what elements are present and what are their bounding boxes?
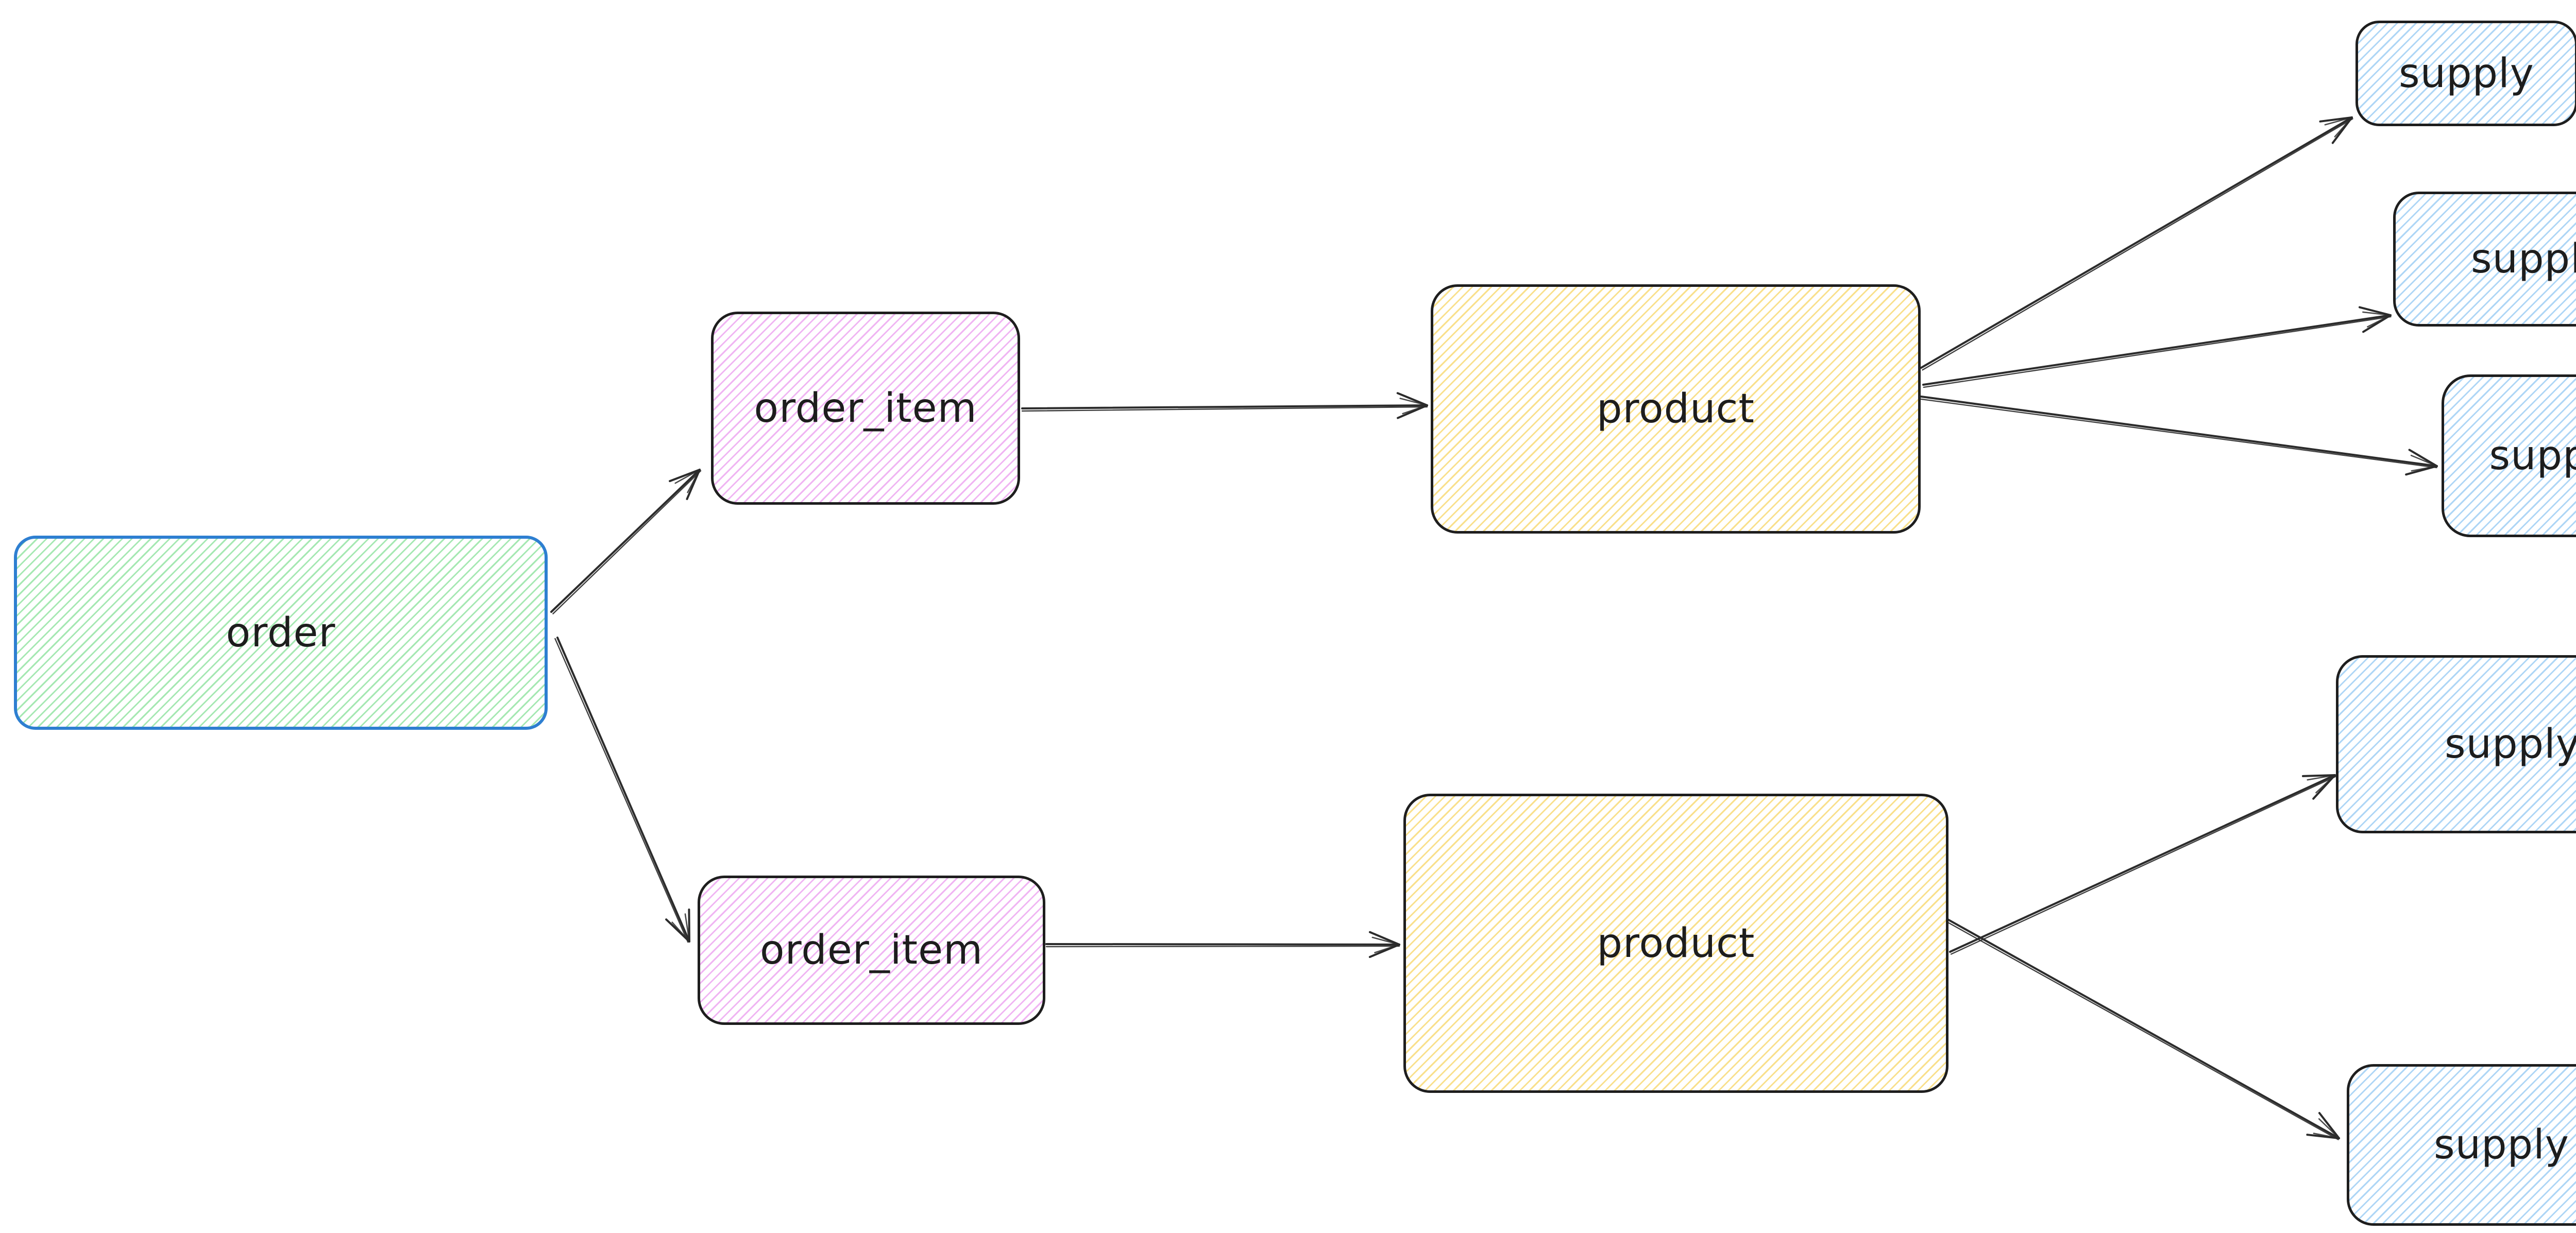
- node-supply-3[interactable]: supply: [2442, 374, 2576, 537]
- order-item-2-label: order_item: [759, 927, 984, 973]
- arrow-product-1-to-supply-1[interactable]: [1920, 116, 2353, 371]
- node-order-item-2[interactable]: order_item: [698, 876, 1045, 1025]
- arrow-head: [2358, 306, 2392, 316]
- arrow-product-2-to-supply-5[interactable]: [1943, 917, 2340, 1140]
- arrow-order-to-order-item-1[interactable]: [550, 469, 702, 614]
- arrow-head: [1396, 392, 1428, 406]
- arrow-head: [2318, 1118, 2340, 1139]
- arrow-line: [556, 637, 690, 943]
- supply-1-label: supply: [2399, 50, 2534, 97]
- supply-3-label: supply: [2489, 433, 2576, 479]
- arrow-head: [684, 913, 690, 943]
- arrow-head: [2324, 116, 2353, 126]
- supply-4-label: supply: [2445, 721, 2576, 767]
- arrow-head: [669, 469, 701, 483]
- arrow-head: [671, 921, 690, 943]
- arrow-product-1-to-supply-2[interactable]: [1922, 306, 2392, 388]
- order-item-1-label: order_item: [754, 385, 977, 432]
- arrow-head: [2315, 774, 2336, 794]
- arrow-line: [1922, 314, 2392, 386]
- arrow-product-1-to-supply-3[interactable]: [1920, 396, 2438, 476]
- arrow-head: [1402, 404, 1428, 415]
- arrow-line: [1944, 917, 2340, 1139]
- arrow-head: [2410, 454, 2438, 467]
- arrow-line: [1045, 943, 1400, 946]
- arrow-head: [2312, 774, 2336, 800]
- product-2-label: product: [1597, 920, 1755, 967]
- arrow-head: [2313, 1133, 2340, 1139]
- arrow-head: [687, 469, 701, 493]
- node-order-item-1[interactable]: order_item: [711, 312, 1020, 505]
- node-product-1[interactable]: product: [1431, 284, 1921, 534]
- arrow-line: [1920, 116, 2353, 369]
- node-supply-2[interactable]: supply: [2393, 192, 2576, 327]
- arrow-line-sketch: [1922, 118, 2353, 371]
- arrow-line-sketch: [1045, 945, 1400, 948]
- arrow-line: [550, 469, 701, 613]
- arrow-order-item-1-to-product-1[interactable]: [1021, 392, 1428, 419]
- arrow-line-sketch: [552, 470, 702, 614]
- arrow-line-sketch: [1021, 406, 1428, 412]
- arrow-head: [2307, 774, 2336, 781]
- product-1-label: product: [1596, 386, 1755, 432]
- supply-5-label: supply: [2434, 1122, 2569, 1168]
- arrow-head: [1374, 944, 1400, 953]
- node-supply-5[interactable]: supply: [2347, 1064, 2576, 1226]
- arrow-head: [674, 469, 701, 484]
- arrow-head: [686, 469, 701, 500]
- supply-2-label: supply: [2471, 236, 2576, 282]
- arrow-head: [2405, 465, 2438, 476]
- arrow-head: [1397, 404, 1428, 419]
- arrow-head: [2319, 116, 2353, 123]
- arrow-line-sketch: [1943, 919, 2339, 1140]
- arrow-line-sketch: [554, 638, 689, 943]
- arrow-head: [2318, 1112, 2340, 1139]
- arrow-head: [1368, 944, 1400, 958]
- arrow-product-2-to-supply-4[interactable]: [1949, 774, 2336, 955]
- arrow-line-sketch: [1950, 776, 2336, 955]
- node-supply-4[interactable]: supply: [2336, 655, 2576, 833]
- arrow-head: [2302, 774, 2336, 777]
- arrow-line-sketch: [1920, 398, 2437, 469]
- arrow-head: [1399, 398, 1428, 406]
- arrow-head: [2411, 465, 2438, 472]
- arrow-head: [2362, 314, 2392, 333]
- arrow-line: [1920, 396, 2438, 467]
- arrow-line: [1021, 404, 1428, 409]
- order-label: order: [226, 609, 336, 656]
- arrow-order-item-2-to-product-2[interactable]: [1045, 931, 1400, 958]
- arrow-head: [1368, 931, 1400, 946]
- node-product-2[interactable]: product: [1403, 794, 1948, 1093]
- arrow-head: [2334, 116, 2353, 138]
- arrow-order-to-order-item-2[interactable]: [554, 637, 690, 943]
- arrow-line-sketch: [1923, 316, 2392, 388]
- arrow-head: [2306, 1134, 2340, 1139]
- arrow-head: [2331, 116, 2353, 144]
- arrow-head: [1371, 936, 1400, 946]
- arrow-head: [2367, 314, 2392, 328]
- arrow-head: [2362, 311, 2392, 316]
- node-order[interactable]: order: [14, 536, 548, 730]
- node-supply-1[interactable]: supply: [2355, 21, 2576, 126]
- arrow-line: [1949, 774, 2336, 953]
- arrow-head: [2408, 449, 2438, 467]
- arrow-head: [665, 918, 690, 943]
